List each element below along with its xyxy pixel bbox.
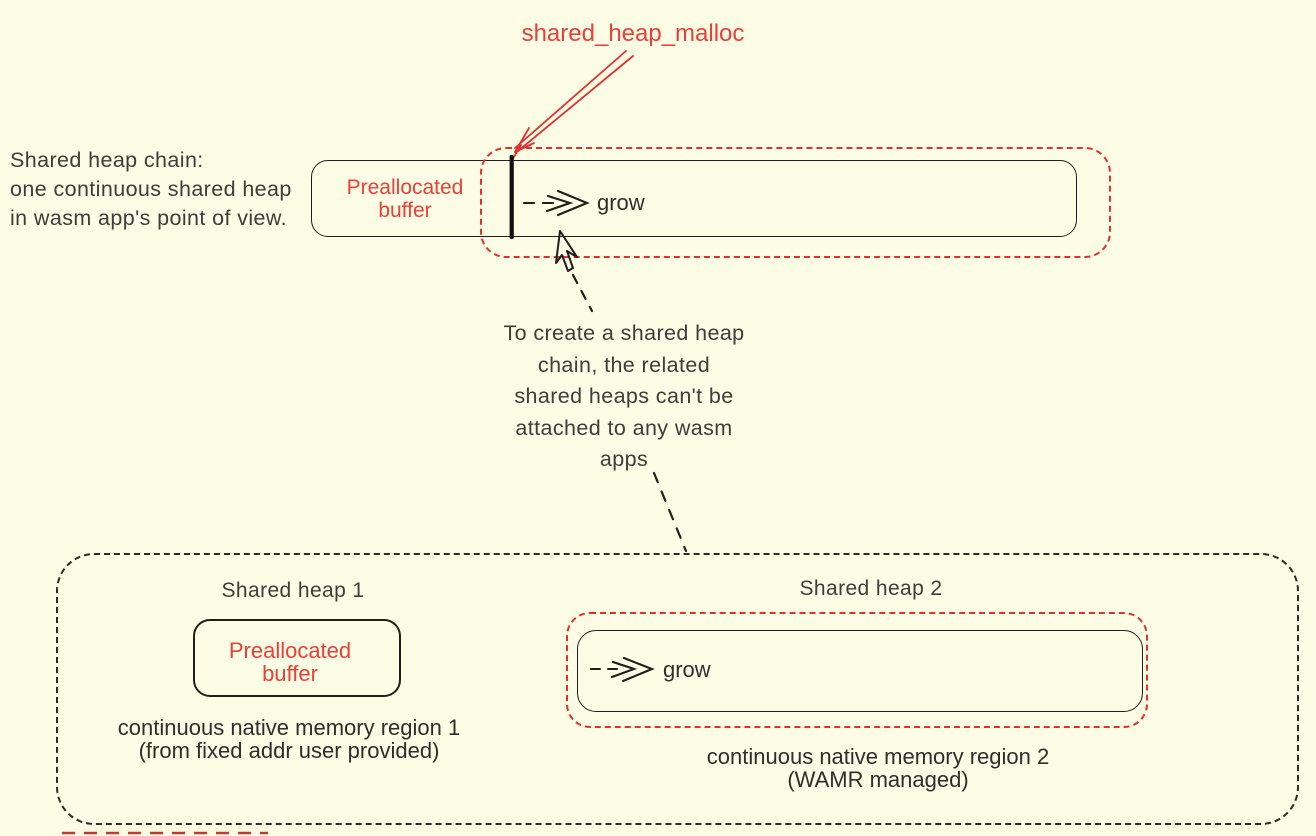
shared-heap-chain-rect xyxy=(311,160,1077,237)
malloc-function-label: shared_heap_malloc xyxy=(521,20,745,47)
grow-label-top: grow xyxy=(597,190,645,215)
chain-note-line: Shared heap chain: xyxy=(10,148,204,172)
cursor-arrow xyxy=(555,230,578,272)
chain-note-line: one continuous shared heap xyxy=(10,177,292,201)
chain-note-line: in wasm app's point of view. xyxy=(10,206,288,230)
constraint-note-line: chain, the related xyxy=(537,352,711,377)
shared-heap2-box xyxy=(577,630,1143,712)
chain-constraint-note: To create a shared heap chain, the relat… xyxy=(503,318,744,476)
heap1-caption: continuous native memory region 1 (from … xyxy=(117,715,461,763)
constraint-note-line: apps xyxy=(599,447,649,471)
connector-rect-to-note xyxy=(571,273,594,313)
grow-label-heap2: grow xyxy=(663,657,711,682)
preallocated-buffer-label-top: Preallocated buffer xyxy=(346,176,464,222)
shared-heap1-box xyxy=(193,619,401,697)
grow-arrow-top xyxy=(522,189,590,217)
connector-note-to-container xyxy=(652,471,688,553)
shared-heap1-title: Shared heap 1 xyxy=(221,579,365,602)
shared-heap-malloc-arrow xyxy=(510,50,634,163)
grow-arrow-heap2 xyxy=(589,656,655,683)
shared-heaps-container xyxy=(56,553,1299,825)
allocation-pointer-bar xyxy=(509,155,514,239)
constraint-note-line: shared heaps can't be xyxy=(514,384,734,408)
shared-heap2-title: Shared heap 2 xyxy=(799,577,943,600)
preallocated-buffer-label-heap1: Preallocated buffer xyxy=(228,638,352,686)
constraint-note-line: attached to any wasm xyxy=(515,415,733,440)
heap2-caption: continuous native memory region 2 (WAMR … xyxy=(706,744,1050,792)
constraint-note-line: To create a shared heap xyxy=(503,321,745,345)
shared-heap2-red-outline xyxy=(566,612,1148,728)
chain-note: Shared heap chain: one continuous shared… xyxy=(10,146,292,233)
wamr-managed-region-outline-top xyxy=(480,147,1111,258)
